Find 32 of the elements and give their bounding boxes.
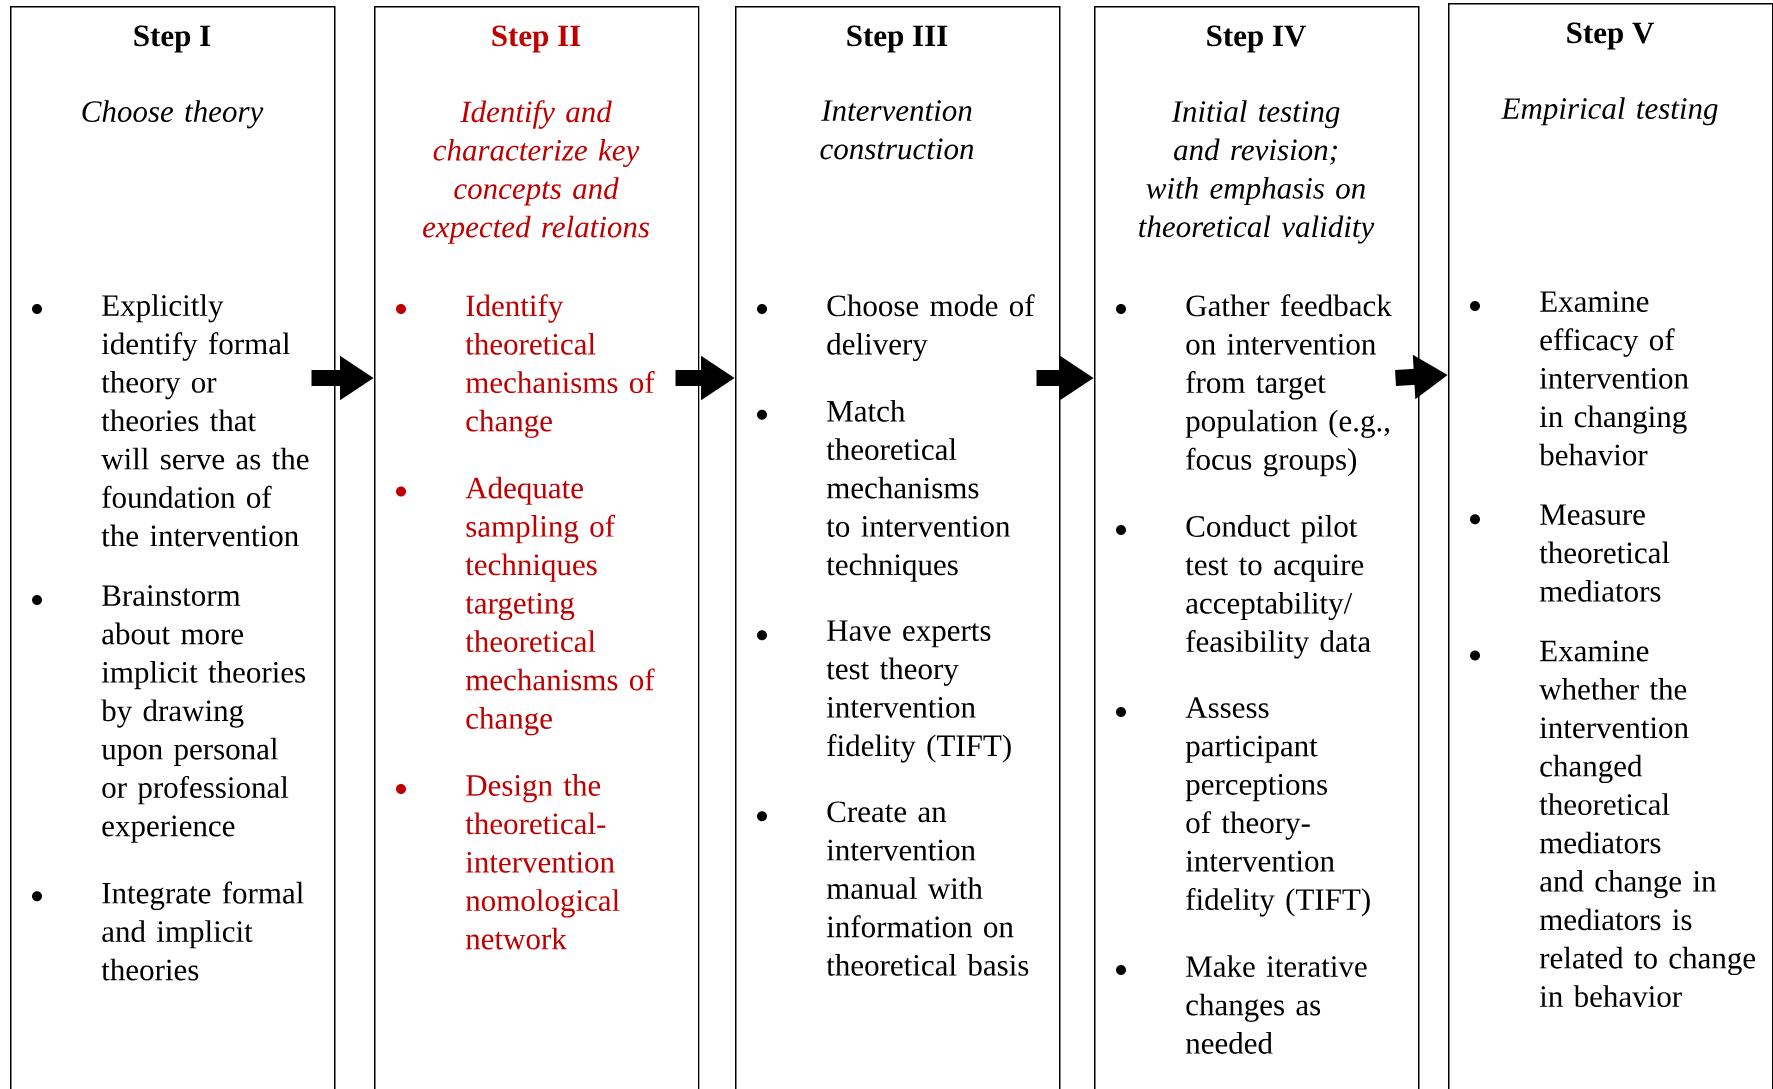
bullet-item: Brainstorm about more implicit theories by drawing upon personal or professional experience [32, 585, 306, 843]
step-subtitle: Empirical testing [1501, 97, 1718, 126]
bullet-item: Gather feedback on intervention from target population (e.g., focus groups) [1116, 294, 1392, 477]
step-column [1448, 3, 1773, 1089]
bullet-item: Choose mode of delivery [757, 294, 1035, 362]
bullet-item: Explicitly identify formal theory or theories that will serve as the foundation of the intervention [32, 294, 309, 547]
bullet-item: Measure theoretical mediators [1470, 504, 1670, 602]
step-subtitle: Intervention construction [820, 100, 974, 160]
step-subtitle: Identify and characterize key concepts and expected relations [423, 100, 650, 244]
step-subtitle: Choose theory [82, 100, 264, 129]
bullet-item: Conduct pilot test to acquire acceptability/ feasibility data [1116, 515, 1371, 659]
step-column [735, 6, 1061, 1089]
bullet-item: Make iterative changes as needed [1116, 955, 1367, 1054]
step-heading: Step IV [1207, 25, 1307, 53]
bullet-item: Integrate formal and implicit theories [32, 881, 304, 981]
step-column [10, 6, 336, 1089]
step-heading: Step V [1567, 22, 1654, 50]
bullet-item: Design the theoretical-intervention nomological network [396, 774, 620, 950]
bullet-item: Match theoretical mechanisms to intervention techniques [757, 399, 1010, 582]
step-heading: Step III [847, 25, 948, 53]
bullet-item: Adequate sampling of techniques targeting theoretical mechanisms of change [396, 476, 655, 736]
bullet-item: Examine whether the intervention changed theoretical mediators and change in mediators is related to change in behavior [1470, 640, 1756, 1008]
step-heading: Step I [134, 25, 211, 53]
step-column [374, 6, 700, 1089]
bullet-item: Create an intervention manual with information on theoretical basis [757, 801, 1029, 976]
bullet-item: Have experts test theory intervention fidelity (TIFT) [757, 620, 1011, 763]
bullet-item: Assess participant perceptions of theory-intervention fidelity (TIFT) [1116, 697, 1370, 917]
step-subtitle: Initial testing and revision; with emphasis on theoretical validity [1139, 100, 1375, 244]
step-column [1094, 6, 1420, 1089]
bullet-item: Identify theoretical mechanisms of change [396, 294, 655, 438]
step-heading: Step II [492, 25, 581, 53]
bullet-item: Examine efficacy of intervention in changing behavior [1470, 291, 1689, 466]
